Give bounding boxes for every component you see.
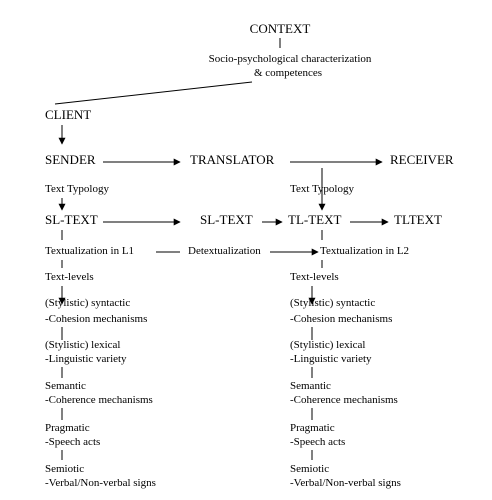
detextualization-label: Detextualization	[188, 245, 261, 257]
right-linguistic-variety: -Linguistic variety	[290, 353, 372, 365]
translator-label: TRANSLATOR	[190, 152, 275, 167]
socio-to-client-line	[54, 81, 253, 105]
left-semantic: Semantic	[45, 380, 86, 392]
left-verbal-nonverbal: -Verbal/Non-verbal signs	[45, 477, 156, 489]
right-semiotic: Semiotic	[290, 463, 329, 475]
right-lexical: (Stylistic) lexical	[290, 339, 365, 351]
textualization-l2-label: Textualization in L2	[320, 245, 409, 257]
right-syntactic: (Stylistic) syntactic	[290, 297, 375, 309]
socio-psych-label-line2: & competences	[254, 67, 322, 79]
tltext-label: TLTEXT	[394, 212, 442, 227]
client-label: CLIENT	[45, 107, 91, 122]
text-levels-left: Text-levels	[45, 271, 94, 283]
left-speech-acts: -Speech acts	[45, 436, 100, 448]
context-label: CONTEXT	[250, 21, 311, 36]
socio-psych-label-line1: Socio-psychological characterization	[209, 53, 372, 65]
right-verbal-nonverbal: -Verbal/Non-verbal signs	[290, 477, 401, 489]
left-syntactic: (Stylistic) syntactic	[45, 297, 130, 309]
left-linguistic-variety: -Linguistic variety	[45, 353, 127, 365]
text-typology-left: Text Typology	[45, 183, 109, 195]
right-pragmatic: Pragmatic	[290, 422, 335, 434]
textualization-l1-label: Textualization in L1	[45, 245, 134, 257]
sender-label: SENDER	[45, 152, 96, 167]
text-levels-right: Text-levels	[290, 271, 339, 283]
receiver-label: RECEIVER	[390, 152, 454, 167]
left-cohesion: -Cohesion mechanisms	[45, 313, 147, 325]
right-coherence: -Coherence mechanisms	[290, 394, 398, 406]
left-coherence: -Coherence mechanisms	[45, 394, 153, 406]
right-semantic: Semantic	[290, 380, 331, 392]
sl-text-left: SL-TEXT	[45, 212, 98, 227]
left-lexical: (Stylistic) lexical	[45, 339, 120, 351]
sl-text-middle: SL-TEXT	[200, 212, 253, 227]
tl-text-label: TL-TEXT	[288, 212, 341, 227]
right-cohesion: -Cohesion mechanisms	[290, 313, 392, 325]
left-semiotic: Semiotic	[45, 463, 84, 475]
left-pragmatic: Pragmatic	[45, 422, 90, 434]
right-speech-acts: -Speech acts	[290, 436, 345, 448]
